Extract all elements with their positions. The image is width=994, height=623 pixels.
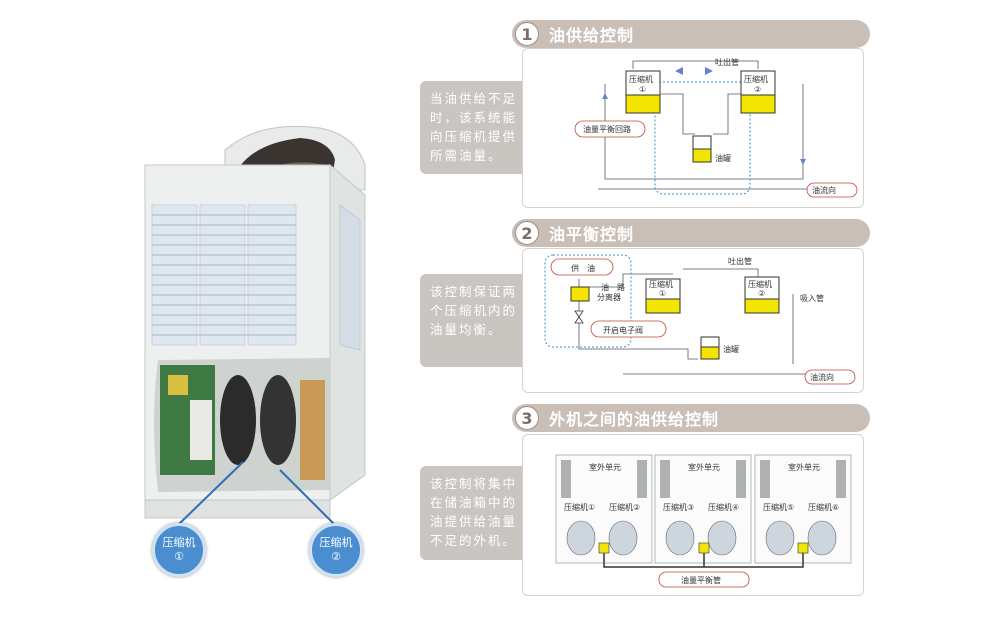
s3-pipe-label: 油量平衡管	[681, 575, 721, 585]
s3-outdoor-1-label: 室外单元	[589, 462, 621, 472]
s3-c5-label: 压缩机⑤	[763, 502, 794, 512]
compressor-2-callout: 压缩机 ②	[309, 523, 363, 577]
s2-comp2-num: ②	[758, 289, 765, 298]
section-2-diagram: 供 油 油 路 分离器 压缩机 ① 压缩机 ② 吐出管 吸入管 开启电子阀 油罐…	[522, 248, 864, 393]
section-2-header: 2 油平衡控制	[512, 219, 870, 247]
callout1-line2: ①	[174, 550, 184, 563]
section-2-title: 油平衡控制	[549, 225, 635, 244]
s2-comp1-label: 压缩机	[649, 279, 673, 289]
section-3-number: 3	[515, 406, 539, 430]
s3-outdoor-2-label: 室外单元	[688, 462, 720, 472]
section-2-description: 该控制保证两个压缩机内的油量均衡。	[420, 274, 537, 367]
section-3-description: 该控制将集中在储油箱中的油提供给油量不足的外机。	[420, 466, 537, 560]
s2-discharge-label: 吐出管	[728, 256, 752, 266]
s3-c3-label: 压缩机③	[663, 502, 694, 512]
s1-tank-label: 油罐	[715, 153, 731, 163]
s3-c2-label: 压缩机②	[609, 502, 640, 512]
s2-tank-label: 油罐	[723, 344, 739, 354]
section-3-diagram: 室外单元 室外单元 室外单元 压缩机① 压缩机② 压缩机③ 压缩机④ 压缩机⑤ …	[522, 434, 864, 596]
s2-comp1-num: ①	[659, 289, 666, 298]
section-1-header: 1 油供给控制	[512, 20, 870, 48]
section-3-title: 外机之间的油供给控制	[549, 410, 720, 429]
callout2-line2: ②	[331, 550, 341, 563]
section-1-number: 1	[515, 22, 539, 46]
s3-outdoor-3-label: 室外单元	[788, 462, 820, 472]
s2-comp2-label: 压缩机	[748, 279, 772, 289]
s1-comp1-num: ①	[639, 85, 646, 94]
s2-supply-label: 供 油	[571, 263, 595, 273]
s2-valve-label: 开启电子阀	[603, 325, 643, 335]
callout1-line1: 压缩机	[162, 536, 196, 549]
s2-separator2-label: 分离器	[597, 292, 621, 302]
callout2-line1: 压缩机	[319, 536, 353, 549]
section-2-number: 2	[515, 221, 539, 245]
s1-comp2-num: ②	[754, 85, 761, 94]
section-3-header: 3 外机之间的油供给控制	[512, 404, 870, 432]
outdoor-unit-illustration	[144, 125, 366, 526]
s1-balance-loop-label: 油量平衡回路	[583, 124, 631, 134]
s3-c4-label: 压缩机④	[708, 502, 739, 512]
s2-separator1-label: 油 路	[601, 282, 625, 292]
s1-flow-label: 油流向	[812, 185, 836, 195]
section-1-description: 当油供给不足时，该系统能向压缩机提供所需油量。	[420, 81, 537, 174]
s1-comp1-label: 压缩机	[629, 74, 653, 84]
s1-comp2-label: 压缩机	[744, 74, 768, 84]
s3-c6-label: 压缩机⑥	[808, 502, 839, 512]
compressor-1-callout: 压缩机 ①	[152, 523, 206, 577]
s2-suction-label: 吸入管	[800, 293, 824, 303]
s2-flow-label: 油流向	[810, 372, 834, 382]
section-1-diagram: 吐出管 压缩机 ① 压缩机 ② 油量平衡回路 油罐 油流向	[522, 48, 864, 208]
s1-discharge-label: 吐出管	[715, 57, 739, 67]
s3-c1-label: 压缩机①	[564, 502, 595, 512]
section-1-title: 油供给控制	[549, 26, 635, 45]
